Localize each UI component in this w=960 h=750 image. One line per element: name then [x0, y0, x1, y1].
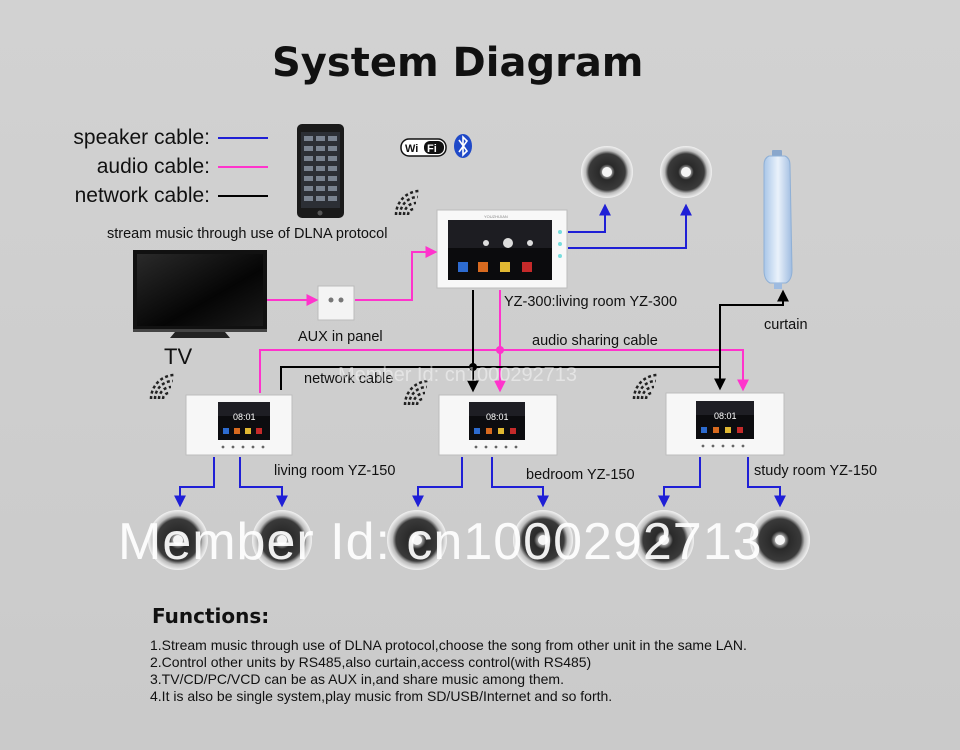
watermark-big: Member Id: cn1000292713: [118, 513, 763, 571]
function-item: 3.TV/CD/PC/VCD can be as AUX in,and shar…: [150, 671, 564, 687]
functions-title: Functions:: [152, 604, 270, 628]
wall-unit-bedroom: 08:01: [438, 394, 558, 456]
ceiling-speaker-icon: [252, 510, 312, 570]
ceiling-speaker-icon: [660, 146, 712, 198]
tv-label: TV: [164, 344, 193, 369]
wifi-waves-icon: [632, 373, 659, 400]
unit-clock: 08:01: [233, 412, 256, 422]
aux-panel-label: AUX in panel: [298, 329, 383, 345]
ceiling-speaker-icon: [387, 510, 447, 570]
page-title: System Diagram: [272, 40, 644, 86]
bluetooth-icon: [454, 134, 472, 158]
wifi-waves-icon: [403, 379, 430, 406]
wifi-waves-icon: [394, 189, 421, 216]
function-item: 2.Control other units by RS485,also curt…: [150, 654, 592, 670]
smartphone-icon: [297, 124, 344, 218]
curtain-label: curtain: [764, 317, 808, 333]
main-unit-brand: YOUZHIJIAN: [484, 214, 508, 219]
wifi-waves-icon: [149, 373, 176, 400]
legend-speaker-label: speaker cable:: [73, 126, 210, 149]
wifi-badge-left: Wi: [405, 143, 418, 155]
bedroom-label: bedroom YZ-150: [526, 467, 635, 483]
audio-sharing-label: audio sharing cable: [532, 333, 658, 349]
function-item: 4.It is also be single system,play music…: [150, 688, 613, 704]
ceiling-speaker-icon: [634, 510, 694, 570]
wifi-badge-right: Fi: [427, 143, 437, 155]
ceiling-speaker-icon: [513, 510, 573, 570]
speaker-cables: [174, 203, 786, 508]
ceiling-speaker-icon: [148, 510, 208, 570]
legend-audio-label: audio cable:: [96, 155, 210, 178]
wall-unit-living-room: 08:01: [185, 394, 293, 456]
unit-clock: 08:01: [714, 411, 737, 421]
study-room-label: study room YZ-150: [754, 463, 878, 479]
unit-clock: 08:01: [486, 412, 509, 422]
watermark-small: Member Id: cn1000292713: [338, 364, 578, 386]
main-unit-yz300: YOUZHIJIAN: [436, 209, 568, 289]
legend-network-label: network cable:: [74, 184, 210, 207]
ceiling-speaker-icon: [750, 510, 810, 570]
ceiling-speaker-icon: [581, 146, 633, 198]
wifi-badge-icon: Wi Fi: [400, 138, 447, 157]
dlna-label: stream music through use of DLNA protoco…: [107, 226, 388, 242]
living-room-label: living room YZ-150: [274, 463, 396, 479]
curtain-motor-icon: [763, 150, 793, 289]
function-item: 1.Stream music through use of DLNA proto…: [150, 637, 747, 653]
main-unit-label: YZ-300:living room YZ-300: [504, 294, 678, 310]
wall-unit-study-room: 08:01: [665, 392, 785, 456]
network-cable-label: network cable: [304, 371, 394, 387]
aux-panel-icon: [317, 285, 355, 321]
tv-icon: [133, 250, 267, 338]
network-cables: [280, 289, 789, 393]
